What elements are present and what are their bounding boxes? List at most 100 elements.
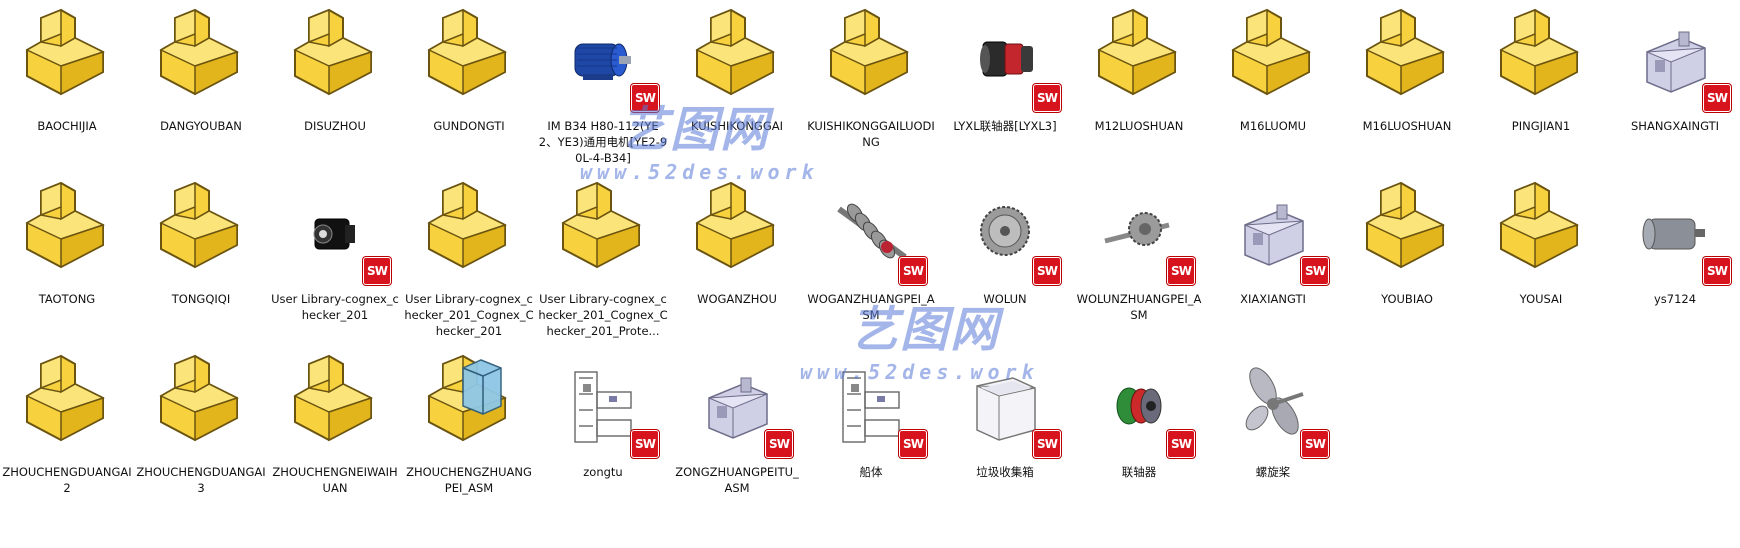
solidworks-badge-icon: SW <box>1703 257 1731 285</box>
solidworks-badge-icon: SW <box>765 430 793 458</box>
file-item[interactable]: SW ZONGZHUANGPEITU_ASM <box>670 348 804 520</box>
file-item[interactable]: M16LUOMU <box>1206 2 1340 174</box>
worm-shaft-thumbnail-icon: SW <box>821 181 927 285</box>
file-item[interactable]: WOGANZHOU <box>670 175 804 347</box>
part-folder-icon <box>151 8 251 108</box>
part-folder-icon <box>285 354 385 454</box>
file-item[interactable]: SW XIAXIANGTI <box>1206 175 1340 347</box>
file-name: IM B34 H80-112(YE2、YE3)通用电机[YE2-90L-4-B3… <box>538 119 668 165</box>
housing-thumbnail-icon: SW <box>1625 8 1731 112</box>
file-name: KUISHIKONGGAI <box>690 119 784 133</box>
file-item[interactable]: M16LUOSHUAN <box>1340 2 1474 174</box>
file-item[interactable]: ZHOUCHENGDUANGAI2 <box>0 348 134 520</box>
file-item[interactable]: SW SHANGXAINGTI <box>1608 2 1740 174</box>
file-name: YOUSAI <box>1519 292 1563 306</box>
file-name: WOLUN <box>983 292 1027 306</box>
file-item[interactable]: ZHOUCHENGNEIWAIHUAN <box>268 348 402 520</box>
assembly-folder-icon <box>419 354 519 454</box>
file-name: SHANGXAINGTI <box>1631 119 1719 133</box>
file-item[interactable]: PINGJIAN1 <box>1474 2 1608 174</box>
part-folder-icon <box>1491 181 1591 281</box>
file-item[interactable]: SW WOLUNZHUANGPEI_ASM <box>1072 175 1206 347</box>
file-name: DANGYOUBAN <box>160 119 242 133</box>
housing-thumbnail-icon: SW <box>1223 181 1329 285</box>
file-name: PINGJIAN1 <box>1511 119 1571 133</box>
file-name: User Library-cognex_checker_201_Cognex_C… <box>404 292 534 338</box>
file-item[interactable]: SW 船体 <box>804 348 938 520</box>
file-item[interactable]: DISUZHOU <box>268 2 402 174</box>
frame-assembly-thumbnail-icon: SW <box>821 354 927 458</box>
file-item[interactable]: M12LUOSHUAN <box>1072 2 1206 174</box>
part-folder-icon <box>419 8 519 108</box>
file-name: User Library-cognex_checker_201 <box>271 292 399 322</box>
file-item[interactable]: DANGYOUBAN <box>134 2 268 174</box>
gear-thumbnail-icon: SW <box>955 181 1061 285</box>
frame-assembly-thumbnail-icon: SW <box>553 354 659 458</box>
file-item[interactable]: ZHOUCHENGZHUANGPEI_ASM <box>402 348 536 520</box>
file-item[interactable]: User Library-cognex_checker_201_Cognex_C… <box>536 175 670 347</box>
file-name: ys7124 <box>1653 292 1697 306</box>
gear-shaft-thumbnail-icon: SW <box>1089 181 1195 285</box>
housing-thumbnail-icon: SW <box>687 354 793 458</box>
part-folder-icon <box>1357 8 1457 108</box>
file-name: 船体 <box>859 465 883 479</box>
file-name: GUNDONGTI <box>433 119 505 133</box>
file-item[interactable]: SW WOGANZHUANGPEI_ASM <box>804 175 938 347</box>
solidworks-badge-icon: SW <box>1301 430 1329 458</box>
file-item[interactable]: SW WOLUN <box>938 175 1072 347</box>
file-name: ZHOUCHENGDUANGAI3 <box>136 465 266 495</box>
file-item[interactable]: ZHOUCHENGDUANGAI3 <box>134 348 268 520</box>
part-folder-icon <box>17 181 117 281</box>
file-name: TONGQIQI <box>171 292 231 306</box>
coupling-color-thumbnail-icon: SW <box>1089 354 1195 458</box>
file-item[interactable]: YOUSAI <box>1474 175 1608 347</box>
file-item[interactable]: TONGQIQI <box>134 175 268 347</box>
file-name: WOGANZHOU <box>697 292 777 306</box>
solidworks-badge-icon: SW <box>631 430 659 458</box>
file-item[interactable]: BAOCHIJIA <box>0 2 134 174</box>
file-item[interactable]: SW LYXL联轴器[LYXL3] <box>938 2 1072 174</box>
solidworks-badge-icon: SW <box>899 257 927 285</box>
file-name: WOGANZHUANGPEI_ASM <box>807 292 935 322</box>
file-item[interactable]: SW ys7124 <box>1608 175 1740 347</box>
part-folder-icon <box>17 354 117 454</box>
file-name: ZONGZHUANGPEITU_ASM <box>675 465 799 495</box>
part-folder-icon <box>1223 8 1323 108</box>
file-name: LYXL联轴器[LYXL3] <box>953 119 1057 133</box>
part-folder-icon <box>553 181 653 281</box>
file-item[interactable]: GUNDONGTI <box>402 2 536 174</box>
file-item[interactable]: SW User Library-cognex_checker_201 <box>268 175 402 347</box>
file-item[interactable]: SW IM B34 H80-112(YE2、YE3)通用电机[YE2-90L-4-… <box>536 2 670 174</box>
file-item[interactable]: SW zongtu <box>536 348 670 520</box>
part-folder-icon <box>285 8 385 108</box>
part-folder-icon <box>821 8 921 108</box>
file-item[interactable]: KUISHIKONGGAI <box>670 2 804 174</box>
file-name: zongtu <box>583 465 623 479</box>
file-name: User Library-cognex_checker_201_Cognex_C… <box>538 292 668 338</box>
file-name: WOLUNZHUANGPEI_ASM <box>1076 292 1202 322</box>
file-name: TAOTONG <box>38 292 96 306</box>
file-name: DISUZHOU <box>304 119 366 133</box>
part-folder-icon <box>687 181 787 281</box>
file-name: 联轴器 <box>1121 465 1157 479</box>
motor-thumbnail-icon: SW <box>553 8 659 112</box>
file-name: XIAXIANGTI <box>1240 292 1306 306</box>
part-folder-icon <box>151 181 251 281</box>
file-item[interactable]: KUISHIKONGGAILUODING <box>804 2 938 174</box>
solidworks-badge-icon: SW <box>1033 84 1061 112</box>
file-item[interactable]: SW 联轴器 <box>1072 348 1206 520</box>
camera-thumbnail-icon: SW <box>285 181 391 285</box>
file-item[interactable]: User Library-cognex_checker_201_Cognex_C… <box>402 175 536 347</box>
solidworks-badge-icon: SW <box>631 84 659 112</box>
file-item[interactable]: TAOTONG <box>0 175 134 347</box>
file-name: BAOCHIJIA <box>37 119 97 133</box>
coupling-thumbnail-icon: SW <box>955 8 1061 112</box>
file-name: M12LUOSHUAN <box>1094 119 1184 133</box>
file-name: ZHOUCHENGDUANGAI2 <box>2 465 132 495</box>
propeller-thumbnail-icon: SW <box>1223 354 1329 458</box>
file-item[interactable]: YOUBIAO <box>1340 175 1474 347</box>
file-name: M16LUOSHUAN <box>1362 119 1452 133</box>
